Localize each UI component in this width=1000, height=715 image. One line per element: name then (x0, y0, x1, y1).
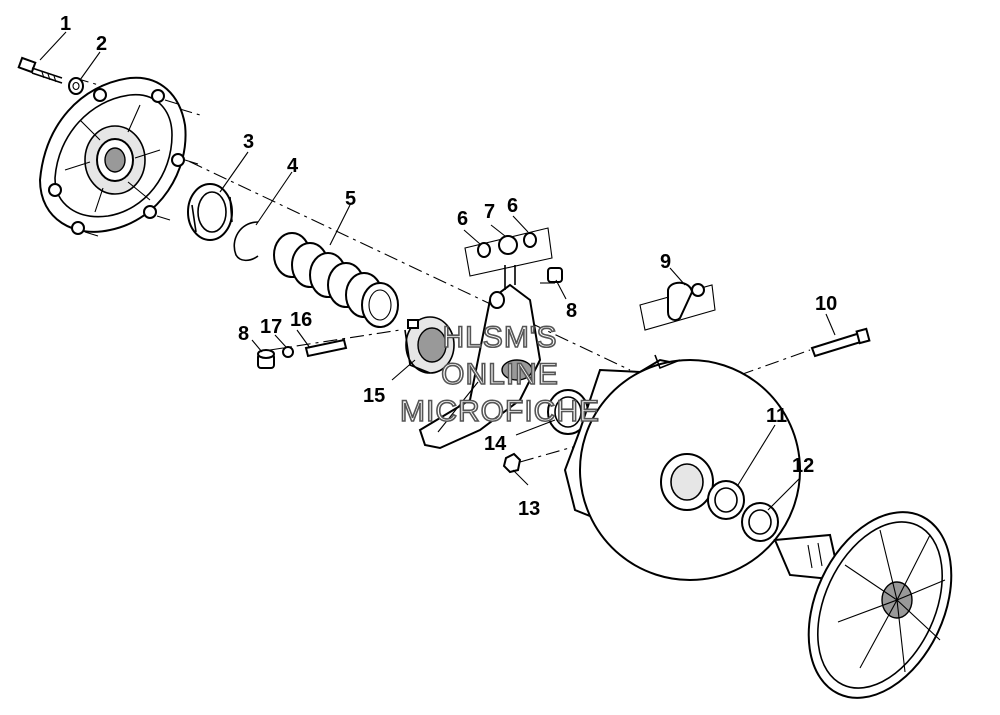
callout-14: 14 (484, 433, 507, 455)
bushing-part (707, 480, 745, 520)
callout-17: 17 (260, 316, 282, 338)
callout-8-left: 8 (238, 323, 249, 345)
shaft-pin-part (810, 327, 871, 358)
spider-arm-part (418, 265, 555, 450)
bushing-outer-part (741, 502, 779, 542)
nut-axis-line (519, 444, 581, 463)
callout-12: 12 (792, 455, 814, 477)
fixed-sheave-part (773, 511, 953, 699)
center-axis-line (164, 149, 631, 371)
callout-15: 15 (363, 385, 385, 407)
o-ring-part (282, 346, 294, 358)
callout-11: 11 (766, 405, 787, 427)
shaft-axis-line (739, 349, 811, 376)
roller-bracket-part (639, 281, 716, 331)
callout-5: 5 (345, 188, 356, 210)
callout-16: 16 (290, 309, 312, 331)
roller-washer-set (464, 227, 553, 277)
callout-9: 9 (660, 251, 671, 273)
cap-part-left (257, 349, 275, 369)
spring-cup-part (404, 316, 455, 374)
callout-6a: 6 (457, 208, 468, 230)
spring-part (273, 232, 399, 328)
washer-part (68, 77, 84, 95)
nut-part (502, 452, 522, 474)
watermark-line-1: HLSM'S (442, 321, 557, 354)
callout-8-right: 8 (566, 300, 577, 322)
callout-6b: 6 (507, 195, 518, 217)
callout-4: 4 (287, 155, 299, 177)
watermark-line-3: MICROFICHE (400, 395, 600, 428)
bolt-part (17, 56, 63, 84)
callout-2: 2 (96, 33, 107, 55)
cover-plate-part (38, 76, 199, 237)
callout-1: 1 (60, 13, 71, 35)
callout-7: 7 (484, 201, 495, 223)
callout-13: 13 (518, 498, 540, 520)
watermark-line-2: ONLINE (441, 358, 559, 391)
pin-axis-line (269, 329, 401, 351)
cap-part-right (547, 267, 563, 283)
bushing-ring-part (187, 183, 233, 241)
callout-10: 10 (815, 293, 837, 315)
leader-lines (39, 31, 836, 511)
callout-3: 3 (243, 131, 254, 153)
pin-part (304, 338, 348, 358)
snap-ring-part (233, 221, 259, 262)
